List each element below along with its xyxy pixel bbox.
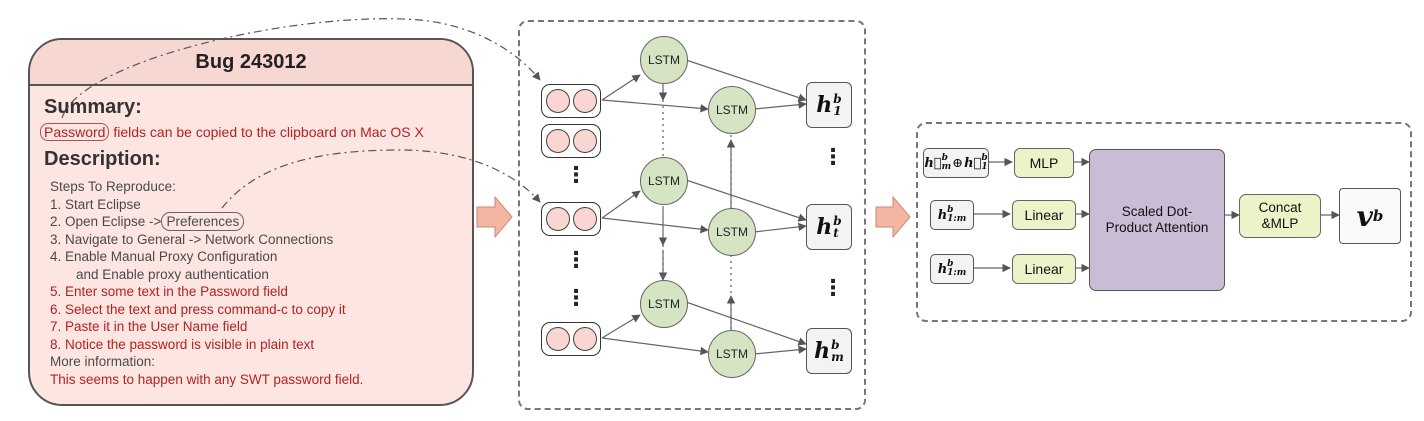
lstm-cell-forward: LSTM <box>640 280 688 328</box>
description-heading: Description: <box>44 148 161 170</box>
bug-report-card: Bug 243012 Summary: Password fields can … <box>28 38 474 406</box>
step-8: 8. Notice the password is visible in pla… <box>50 336 315 352</box>
token-embedding <box>541 322 601 356</box>
linear-module: Linear <box>1012 200 1076 230</box>
token-embedding <box>541 84 601 118</box>
flow-arrow-2 <box>875 195 911 239</box>
vertical-ellipsis: ⋮ <box>565 247 587 272</box>
lstm-cell-forward: LSTM <box>640 157 688 205</box>
step-6: 6. Select the text and press command-c t… <box>50 301 346 317</box>
linear-module: Linear <box>1012 254 1076 284</box>
concat-mlp-module: Concat&MLP <box>1239 194 1321 238</box>
summary-rest: fields can be copied to the clipboard on… <box>109 124 424 140</box>
steps-list: Steps To Reproduce: 1. Start Eclipse 2. … <box>50 178 470 388</box>
bug-header: Bug 243012 <box>30 40 472 86</box>
step-5: 5. Enter some text in the Password field <box>50 284 288 299</box>
step-2-prefix: 2. Open Eclipse -> <box>50 214 162 229</box>
lstm-cell-backward: LSTM <box>708 330 756 378</box>
vertical-ellipsis: ⋮ <box>565 162 587 187</box>
vertical-ellipsis: ⋮ <box>565 285 587 310</box>
lstm-cell-forward: LSTM <box>640 36 688 84</box>
more-info-label: More information: <box>50 354 156 369</box>
mlp-module: MLP <box>1014 148 1074 178</box>
step-3: 3. Navigate to General -> Network Connec… <box>50 231 334 247</box>
scaled-dot-product-attention: Scaled Dot-Product Attention <box>1089 149 1225 291</box>
more-info-text: This seems to happen with any SWT passwo… <box>50 371 364 387</box>
step-7: 7. Paste it in the User Name field <box>50 319 248 334</box>
bug-title: Bug 243012 <box>195 50 307 73</box>
lstm-cell-backward: LSTM <box>708 86 756 134</box>
token-embedding <box>541 124 601 158</box>
bug-body: Summary: Password fields can be copied t… <box>30 86 472 404</box>
steps-intro: Steps To Reproduce: <box>50 179 176 194</box>
token-embedding <box>541 202 601 236</box>
lstm-cell-backward: LSTM <box>708 208 756 256</box>
step-4b: and Enable proxy authentication <box>76 266 269 282</box>
flow-arrow-1 <box>476 195 513 239</box>
step-1: 1. Start Eclipse <box>50 196 141 212</box>
step-2-highlight: Preferences <box>161 212 245 231</box>
lstm-encoder-panel <box>518 20 866 410</box>
summary-text: Password fields can be copied to the cli… <box>40 123 424 141</box>
vertical-ellipsis: ⋮ <box>822 275 844 300</box>
vertical-ellipsis: ⋮ <box>822 144 844 169</box>
step-4a: 4. Enable Manual Proxy Configuration <box>50 249 278 264</box>
step-2: 2. Open Eclipse ->Preferences <box>50 212 470 231</box>
summary-highlight: Password <box>40 123 110 141</box>
attention-panel <box>916 122 1412 322</box>
summary-heading: Summary: <box>44 96 142 118</box>
